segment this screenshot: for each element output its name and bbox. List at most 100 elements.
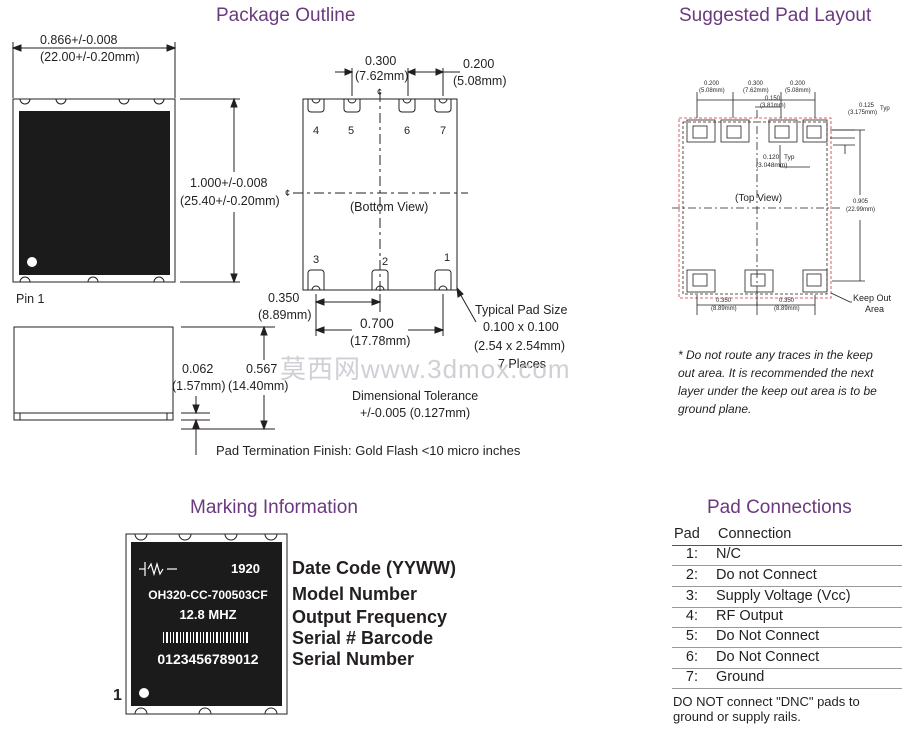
package-outline-drawing: ¢ ¢ bbox=[11, 42, 477, 455]
pad-layout-heading: Suggested Pad Layout bbox=[679, 5, 872, 26]
pad-dim-905: 0.905 bbox=[853, 199, 869, 205]
pad-dim-125-mm: (3.175mm) bbox=[848, 110, 878, 116]
marking-heading: Marking Information bbox=[190, 497, 358, 518]
pad-connections-heading: Pad Connections bbox=[707, 497, 852, 518]
marking-serial: 0123456789012 bbox=[157, 651, 259, 667]
thickness-dim-in: 0.062 bbox=[182, 362, 214, 376]
marking-date-code: 1920 bbox=[231, 561, 260, 576]
keep-out-note-1: * Do not route any traces in the keep bbox=[678, 348, 873, 362]
pad-number-3: 3 bbox=[313, 254, 320, 266]
package-outline-heading: Package Outline bbox=[216, 5, 356, 26]
width-dim-mm: (22.00+/-0.20mm) bbox=[40, 50, 140, 64]
pad-layout-drawing bbox=[672, 92, 865, 315]
pad-dim-350b: 0.350 bbox=[779, 298, 795, 304]
tolerance-title: Dimensional Tolerance bbox=[352, 389, 479, 403]
top-view-label: (Top View) bbox=[735, 193, 783, 204]
marking-frequency: 12.8 MHZ bbox=[179, 607, 237, 622]
table-row: 5: Do Not Connect bbox=[672, 627, 902, 648]
pad-number: 2: bbox=[685, 567, 698, 583]
table-row: 7: Ground bbox=[672, 668, 902, 689]
pad-number-2: 2 bbox=[382, 256, 389, 268]
pad-number-5: 5 bbox=[348, 125, 355, 137]
marking-pin-one: 1 bbox=[113, 687, 122, 704]
pad-dim-350a-mm: (8.89mm) bbox=[711, 306, 737, 312]
pad-table-footnote-1: DO NOT connect "DNC" pads to bbox=[673, 694, 860, 709]
pad-finish-note: Pad Termination Finish: Gold Flash <10 m… bbox=[216, 443, 521, 458]
offset-dim-in: 0.200 bbox=[463, 57, 495, 71]
pad-dim-350b-mm: (8.89mm) bbox=[774, 306, 800, 312]
pad-dim-125-typ: Typ bbox=[880, 106, 890, 112]
pad-number-1: 1 bbox=[444, 252, 451, 264]
svg-text:¢: ¢ bbox=[377, 87, 382, 97]
pad-connection: Supply Voltage (Vcc) bbox=[716, 588, 851, 604]
pad-places: 7 Places bbox=[498, 357, 546, 371]
pad-dim-120: 0.120 bbox=[763, 154, 780, 161]
span-dim-in: 0.700 bbox=[360, 316, 394, 331]
pad-dim-120-mm: (3.048mm) bbox=[756, 162, 788, 169]
table-row: 3: Supply Voltage (Vcc) bbox=[672, 587, 902, 608]
pad-number-6: 6 bbox=[404, 125, 411, 137]
pad-dim-905-mm: (22.99mm) bbox=[846, 207, 876, 213]
pad-dim-300-mm: (7.62mm) bbox=[743, 88, 769, 94]
pad-dim-120-typ: Typ bbox=[784, 154, 795, 161]
watermark: 莫西网www.3dmox.com bbox=[280, 354, 571, 384]
pad-number-7: 7 bbox=[440, 125, 447, 137]
height-dim-in: 0.567 bbox=[246, 362, 278, 376]
offset-dim-mm: (5.08mm) bbox=[453, 74, 507, 88]
table-row: 4: RF Output bbox=[672, 607, 902, 628]
pad-size-in: 0.100 x 0.100 bbox=[483, 320, 559, 334]
keep-out-note-2: out area. It is recommended the next bbox=[678, 366, 874, 380]
edge-dim-mm: (8.89mm) bbox=[258, 308, 312, 322]
pad-number: 5: bbox=[685, 628, 698, 644]
pad-dim-200b-mm: (5.08mm) bbox=[785, 88, 811, 94]
pad-connection: Do not Connect bbox=[716, 567, 817, 583]
pad-dim-200a: 0.200 bbox=[704, 81, 720, 87]
pad-number: 1: bbox=[685, 546, 698, 562]
pad-connection: Ground bbox=[716, 669, 765, 685]
pad-number: 7: bbox=[685, 669, 698, 685]
length-dim-mm: (25.40+/-0.20mm) bbox=[180, 194, 280, 208]
pad-number: 4: bbox=[685, 608, 698, 624]
table-row: 2: Do not Connect bbox=[672, 566, 902, 587]
pad-dim-350a: 0.350 bbox=[716, 298, 732, 304]
edge-dim-in: 0.350 bbox=[268, 291, 300, 305]
keep-out-note-4: ground plane. bbox=[678, 402, 752, 416]
label-serial-barcode: Serial # Barcode bbox=[292, 628, 434, 648]
marking-package bbox=[125, 533, 288, 715]
manufacturer-logo-icon bbox=[139, 561, 177, 577]
pad-dim-150-mm: (3.81mm) bbox=[760, 103, 786, 109]
tolerance-value: +/-0.005 (0.127mm) bbox=[360, 406, 471, 420]
pad-table-header: Pad Connection bbox=[672, 525, 902, 546]
pad-connection: Do Not Connect bbox=[716, 649, 820, 665]
keep-out-label-2: Area bbox=[865, 304, 885, 314]
pad-connection: N/C bbox=[716, 546, 741, 562]
pad-number-4: 4 bbox=[313, 125, 320, 137]
bottom-view-label: (Bottom View) bbox=[350, 200, 429, 214]
span-dim-mm: (17.78mm) bbox=[350, 334, 411, 348]
svg-text:¢: ¢ bbox=[285, 188, 290, 198]
label-model-number: Model Number bbox=[292, 584, 418, 604]
pad-dim-150: 0.150 bbox=[765, 96, 781, 102]
label-output-frequency: Output Frequency bbox=[292, 607, 448, 627]
keep-out-label-1: Keep Out bbox=[853, 293, 892, 303]
pin1-label: Pin 1 bbox=[16, 292, 45, 306]
pad-connection: Do Not Connect bbox=[716, 628, 820, 644]
serial-barcode bbox=[163, 632, 248, 643]
pad-size-mm: (2.54 x 2.54mm) bbox=[474, 339, 566, 353]
pad-connection: RF Output bbox=[716, 608, 783, 624]
pad-table-header-pad: Pad bbox=[674, 526, 700, 542]
label-serial-number: Serial Number bbox=[292, 649, 415, 669]
width-dim-in: 0.866+/-0.008 bbox=[40, 33, 118, 47]
pad-number: 6: bbox=[685, 649, 698, 665]
thickness-dim-mm: (1.57mm) bbox=[172, 379, 226, 393]
table-row: 1: N/C bbox=[672, 545, 902, 566]
pad-size-title: Typical Pad Size bbox=[475, 303, 568, 317]
pad-table-header-connection: Connection bbox=[718, 526, 792, 542]
table-row: 6: Do Not Connect bbox=[672, 648, 902, 669]
length-dim-in: 1.000+/-0.008 bbox=[190, 176, 268, 190]
pad-dim-200a-mm: (5.08mm) bbox=[699, 88, 725, 94]
keep-out-note-3: layer under the keep out area is to be bbox=[678, 384, 877, 398]
pad-dim-125: 0.125 bbox=[859, 103, 875, 109]
pitch-dim-in: 0.300 bbox=[365, 54, 397, 68]
pad-table-footnote-2: ground or supply rails. bbox=[673, 709, 801, 724]
